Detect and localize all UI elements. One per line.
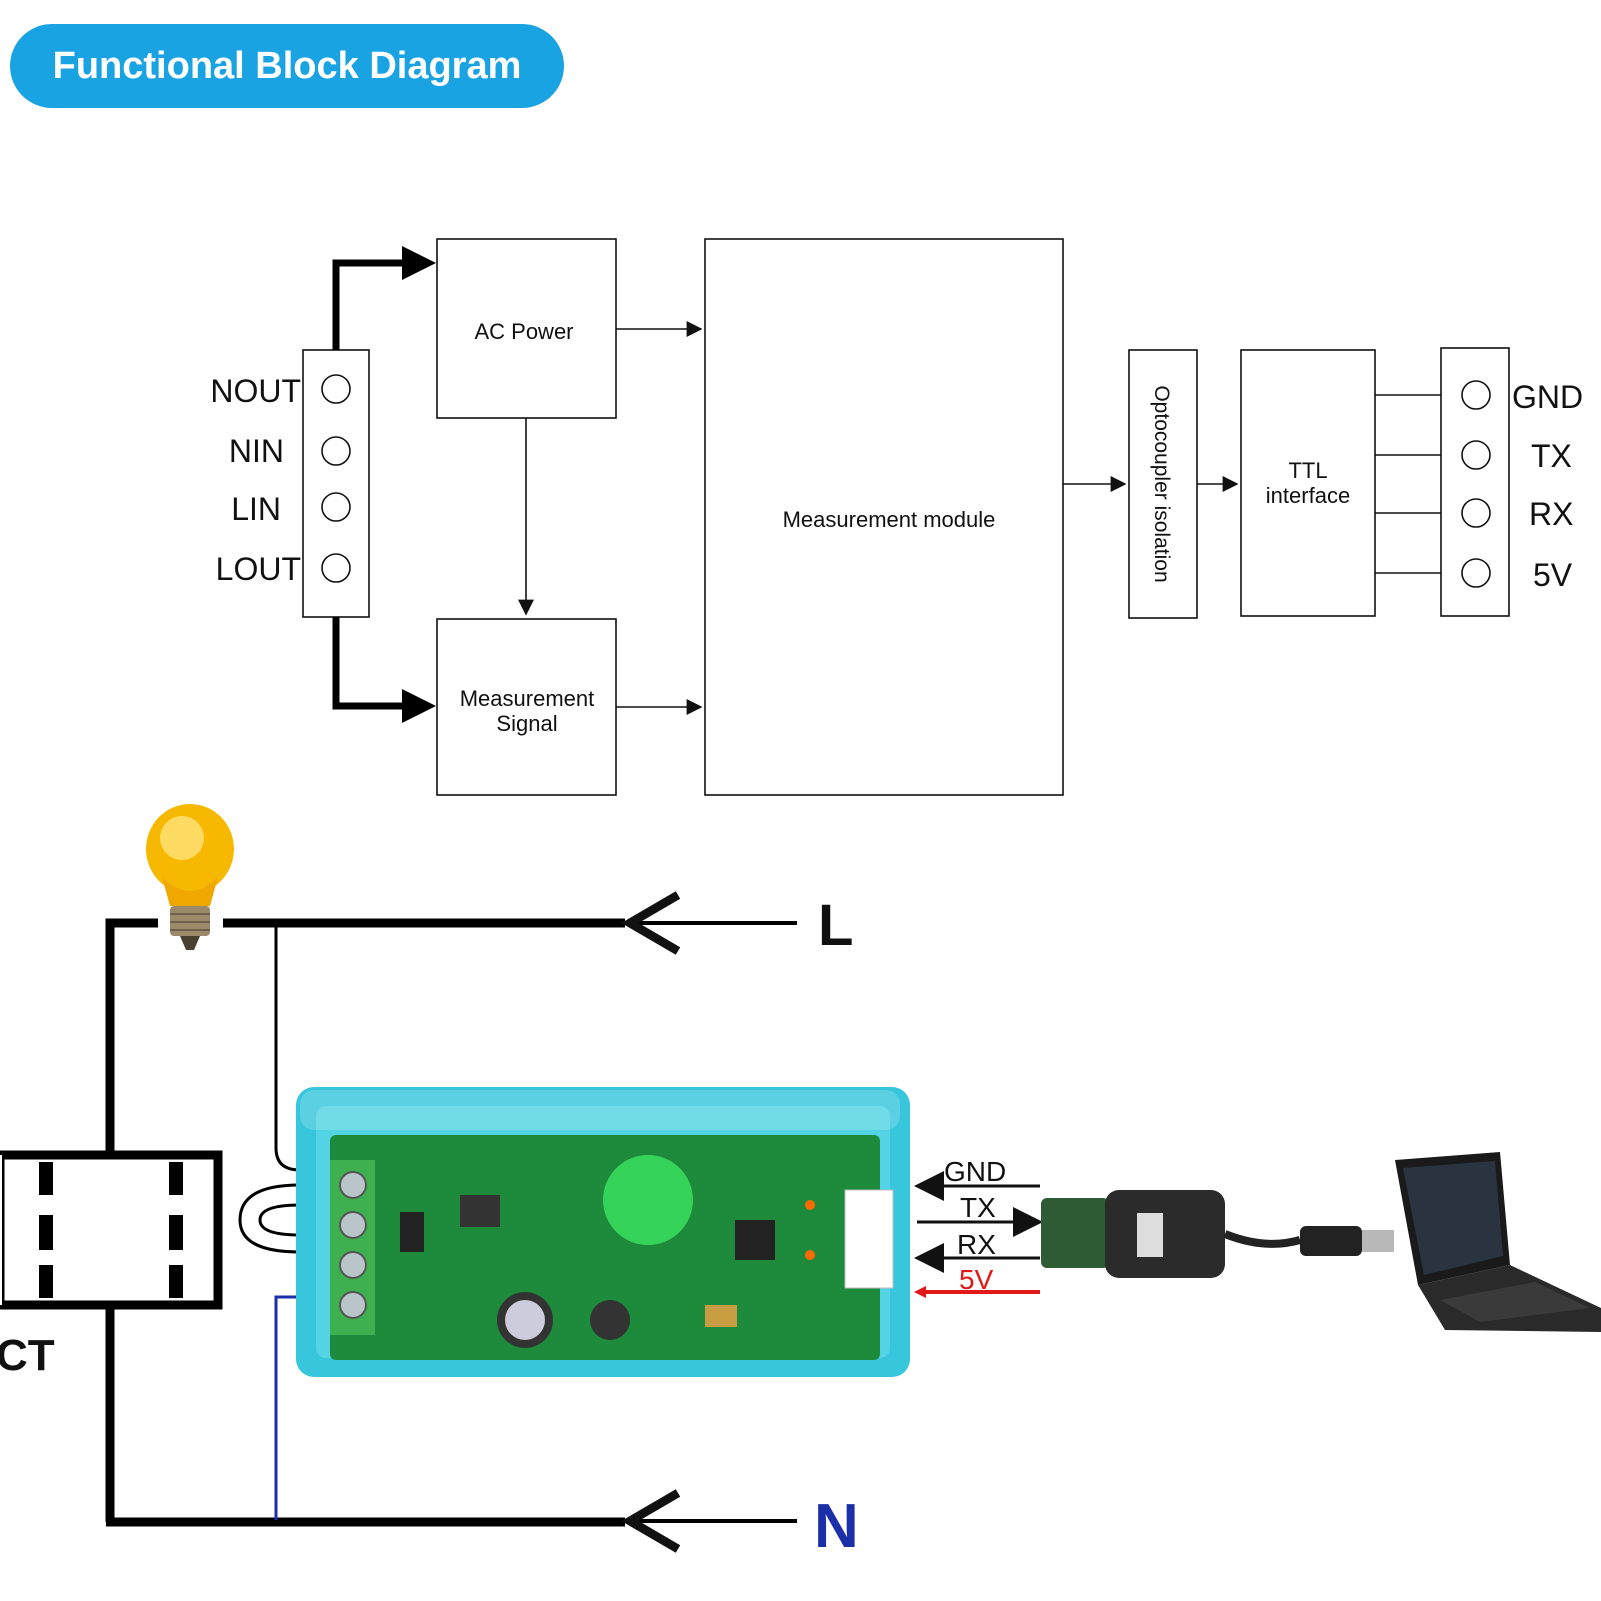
serial-label-rx: RX: [957, 1229, 996, 1260]
measurement-module-label: Measurement module: [783, 507, 996, 532]
terminal-label-nin: NIN: [229, 433, 284, 469]
terminal-label-nout: NOUT: [210, 373, 301, 409]
ttl-output-wires: [1375, 394, 1441, 574]
thick-arrowhead-bottom: [402, 689, 436, 723]
ct-label: CT: [0, 1331, 55, 1380]
lamp-return-wire: [105, 918, 158, 1522]
terminal-label-lin: LIN: [231, 491, 281, 527]
ttl-interface-block: [1240, 349, 1376, 617]
ac-power-block: [436, 238, 617, 419]
terminal-label-rx: RX: [1529, 496, 1573, 532]
serial-label-gnd: GND: [944, 1156, 1006, 1187]
serial-label-tx: TX: [960, 1192, 996, 1223]
ttl-label-1: TTL: [1288, 458, 1327, 483]
laptop-icon: [1395, 1152, 1601, 1332]
terminal-label-5v: 5V: [1533, 557, 1573, 593]
measurement-module-block: [704, 238, 1064, 796]
optocoupler-label: Optocoupler isolation: [1150, 385, 1173, 582]
thick-arrow-to-measurement-signal: [332, 617, 405, 710]
usb-ttl-adapter: [1041, 1190, 1394, 1278]
thick-arrowhead-top: [402, 246, 436, 280]
measurement-signal-label-1: Measurement: [460, 686, 595, 711]
page-title: Functional Block Diagram: [10, 24, 564, 108]
power-meter-module: [296, 1087, 910, 1377]
ac-power-label: AC Power: [474, 319, 573, 344]
neutral-to-module-wire: [274, 1295, 300, 1520]
serial-lines: [914, 1171, 1043, 1298]
output-terminal-holes: [1461, 380, 1491, 588]
measurement-signal-block: [436, 618, 617, 796]
optocoupler-block: [1128, 349, 1198, 619]
line-label: L: [818, 893, 853, 958]
measurement-signal-label-2: Signal: [496, 711, 557, 736]
ct-lead-wires: [238, 1183, 301, 1254]
terminal-label-lout: LOUT: [216, 551, 301, 587]
thick-arrow-to-ac-power: [332, 259, 405, 350]
line-to-module-wire: [274, 925, 301, 1172]
input-terminal-holes: [321, 374, 351, 583]
ttl-label-2: interface: [1266, 483, 1350, 508]
serial-label-5v: 5V: [959, 1264, 994, 1295]
neutral-label: N: [814, 1492, 859, 1561]
light-bulb-icon: [146, 804, 234, 950]
terminal-label-tx: TX: [1531, 438, 1572, 474]
current-transformer: [0, 1150, 223, 1310]
terminal-label-gnd: GND: [1512, 379, 1583, 415]
